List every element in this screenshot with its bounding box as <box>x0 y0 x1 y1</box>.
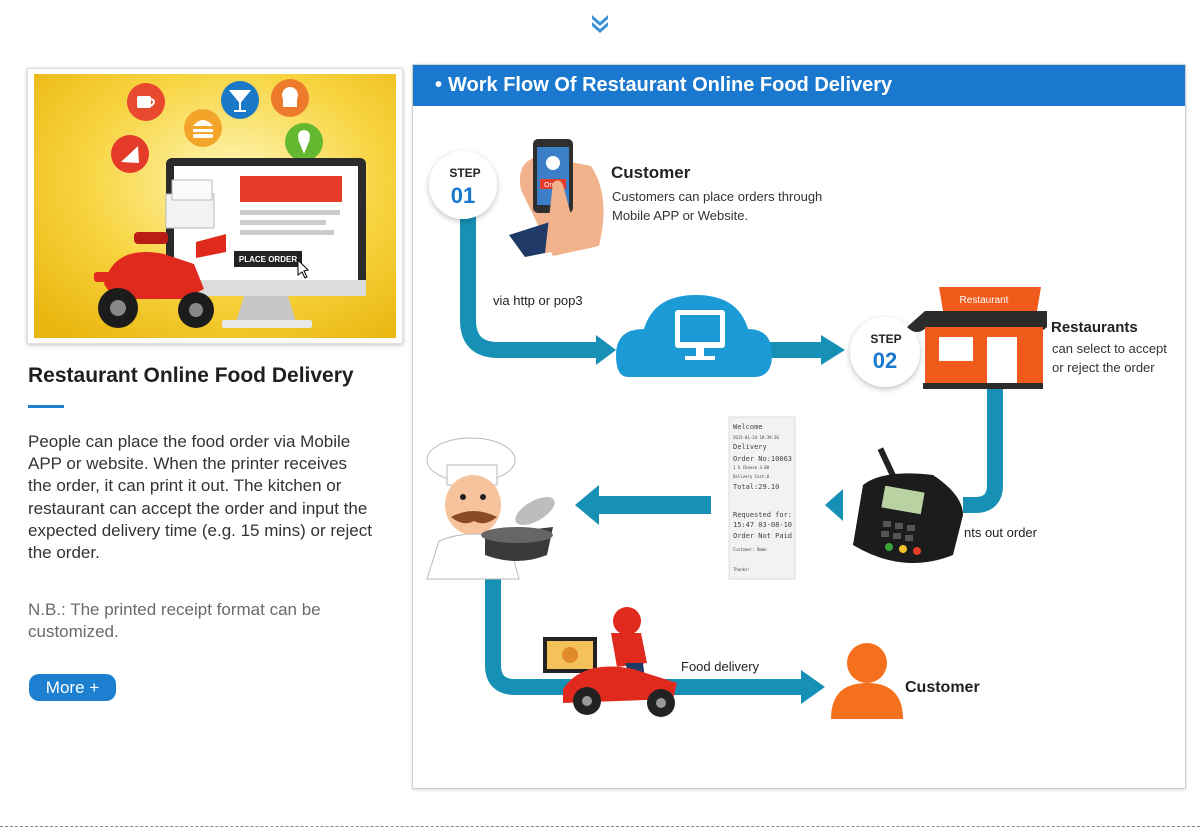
restaurant-sign: Restaurant <box>960 295 1009 306</box>
customer-title: Customer <box>611 163 691 182</box>
customer-desc-line-1: Customers can place orders through <box>612 189 822 204</box>
title-underline <box>28 405 64 408</box>
restaurants-desc-line-2: or reject the order <box>1052 360 1155 375</box>
flow-arrow-to-customer <box>801 670 825 704</box>
flow-arrow-to-chef <box>575 485 599 525</box>
restaurant-icon: Restaurant <box>907 287 1047 389</box>
double-chevron-down-icon <box>592 15 608 33</box>
receipt-line-2: 2015-01-24 10:39:20 <box>733 435 779 440</box>
coffee-icon <box>127 83 165 121</box>
receipt-line-5: 1 X Cheese 3.00 <box>733 465 770 470</box>
flow-path-restaurant-to-printer <box>963 388 1003 513</box>
restaurants-desc-line-1: can select to accept <box>1052 341 1167 356</box>
product-description: People can place the food order via Mobi… <box>28 432 372 563</box>
flow-bar-receipt-to-chef <box>597 496 711 514</box>
receipt-line-6: Delivery Cost:0 <box>733 474 770 479</box>
receipt-line-11: Customer: Name <box>733 547 767 552</box>
cocktail-icon <box>221 81 259 119</box>
workflow-panel: • Work Flow Of Restaurant Online Food De… <box>412 64 1186 789</box>
receipt-line-9: 15:47 03-08-10 <box>733 521 792 529</box>
food-delivery-label: Food delivery <box>681 659 760 674</box>
step-02-badge <box>850 317 920 387</box>
receipt-line-12: Thanks! <box>733 567 750 572</box>
flow-arrow-to-printer-side <box>825 489 843 521</box>
receipt-note: N.B.: The printed receipt format can be … <box>28 600 321 642</box>
step-02-number: 02 <box>873 348 897 373</box>
print-out-label: nts out order <box>964 525 1038 540</box>
receipt-line-1: Welcome <box>733 423 763 431</box>
step-01-number: 01 <box>451 183 475 208</box>
step-01-word: STEP <box>449 166 480 180</box>
flow-arrow-to-step2 <box>821 335 845 365</box>
burger-icon <box>184 109 222 147</box>
printed-receipt: Welcome 2015-01-24 10:39:20 Delivery Ord… <box>728 416 796 580</box>
flow-bar-cloud-to-step2 <box>765 342 823 358</box>
restaurants-title: Restaurants <box>1051 319 1138 336</box>
ice-cream-icon <box>285 123 323 161</box>
receipt-line-4: Order No:10063 <box>733 455 792 463</box>
pizza-icon <box>111 135 149 173</box>
hero-place-order-label: PLACE ORDER <box>239 255 297 264</box>
workflow-title: Work Flow Of Restaurant Online Food Deli… <box>448 74 893 96</box>
workflow-diagram: STEP 01 Order Customer Customers can pla… <box>426 139 1167 719</box>
header-bullet: • <box>435 74 443 96</box>
customer-person-icon <box>831 643 903 719</box>
chef-icon <box>426 437 555 580</box>
flow-path-customer-to-cloud <box>460 213 598 358</box>
bottom-divider <box>0 826 1200 827</box>
via-label: via http or pop3 <box>493 293 583 308</box>
workflow-header: • Work Flow Of Restaurant Online Food De… <box>413 65 1185 106</box>
step-02-word: STEP <box>870 332 901 346</box>
flow-arrow-to-cloud <box>596 335 616 365</box>
receipt-line-8: Requested for: <box>733 511 792 519</box>
cupcake-icon <box>271 79 309 117</box>
food-delivery-illustration: PLACE ORDER <box>34 74 396 338</box>
end-customer-label: Customer <box>905 679 980 696</box>
flow-path-chef-to-customer <box>485 567 803 695</box>
cloud-server-icon <box>616 295 772 377</box>
step-01-badge <box>429 151 497 219</box>
customer-desc-line-2: Mobile APP or Website. <box>612 208 748 223</box>
page-title: Restaurant Online Food Delivery <box>28 364 354 387</box>
mobile-order-icon: Order <box>509 139 604 257</box>
more-button[interactable]: More + <box>29 674 116 701</box>
receipt-line-7: Total:29.10 <box>733 483 779 491</box>
receipt-line-10: Order Not Paid <box>733 532 792 540</box>
order-printer-icon <box>853 447 963 563</box>
hero-image: PLACE ORDER <box>27 68 403 344</box>
receipt-line-3: Delivery <box>733 443 767 451</box>
delivery-scooter-icon <box>543 607 677 717</box>
